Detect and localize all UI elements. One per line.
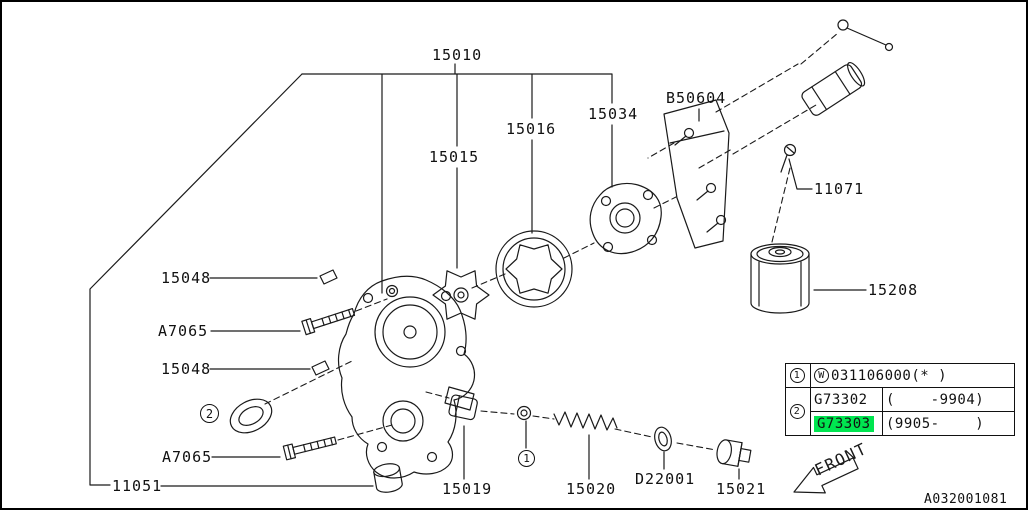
legend-row-3: G73303 (9905- ) [810,411,1014,435]
gasket-drawing [654,426,672,452]
part-label-15016[interactable]: 15016 [506,120,557,138]
spring-drawing [553,411,618,431]
key-15048-lower-drawing [311,360,330,376]
oil-filter-drawing [750,243,810,314]
part-label-a7065-upper[interactable]: A7065 [158,322,209,340]
plug-11051-drawing [373,463,403,493]
part-label-a7065-lower[interactable]: A7065 [162,448,213,466]
legend-rows-2-3: 2 G73302 ( -9904) G73303 (9905- ) [786,387,1014,435]
legend-part-g73303[interactable]: G73303 [810,412,882,435]
part-label-15021[interactable]: 15021 [716,480,767,498]
doc-number: A032001081 [924,492,1008,507]
assembly-axis-dashed-lines [264,32,839,451]
bolt-a7065-lower-drawing [282,433,338,461]
front-label: FRONT [812,439,870,480]
legend-range-2: ( -9904) [882,388,1014,411]
part-label-b50604[interactable]: B50604 [666,89,727,107]
callout-1-icon: 1 [789,368,805,383]
corner-fitting-drawing [837,19,894,52]
part-label-15020[interactable]: 15020 [566,480,617,498]
legend-row-2: G73302 ( -9904) [810,388,1014,411]
legend-row-2-callout: 2 [786,388,810,434]
legend-row-1-callout: 1 [786,364,810,387]
legend-part-g73302[interactable]: G73302 [810,388,882,411]
part-label-15034[interactable]: 15034 [588,105,639,123]
inner-rotor-drawing [432,270,490,320]
part-label-11051[interactable]: 11051 [112,477,163,495]
part-label-15019[interactable]: 15019 [442,480,493,498]
relief-plug-drawing [716,439,752,467]
pump-cover-drawing [589,182,662,255]
legend-row-1: 1 W 031106000 (* ) [786,364,1014,387]
bracket-b50604-drawing [663,99,730,249]
screw-11071-drawing [780,143,797,173]
leader-lines [89,63,867,487]
highlighted-part-number[interactable]: G73303 [814,415,874,432]
legend-range-3: (9905- ) [882,412,1014,435]
key-15048-upper-drawing [319,269,338,285]
code-w-icon: W [814,368,829,383]
legend-row-1-content: W 031106000 (* ) [810,364,1014,387]
part-label-d22001[interactable]: D22001 [635,470,696,488]
part-label-15010[interactable]: 15010 [432,46,483,64]
legend-table: 1 W 031106000 (* ) 2 G73302 ( -9904) G73… [785,363,1015,436]
callout-2-icon: 2 [789,403,805,419]
part-label-15048-upper[interactable]: 15048 [161,269,212,287]
pump-body-drawing [337,275,476,479]
part-label-11071[interactable]: 11071 [814,180,865,198]
oil-seal-drawing [229,398,273,434]
legend-part-031106000[interactable]: 031106000 [831,367,912,384]
callout-2-badge: 2 [200,404,219,423]
relief-piston-drawing [448,394,478,421]
outer-rotor-drawing [495,230,573,308]
part-label-15015[interactable]: 15015 [429,148,480,166]
front-arrow-icon: FRONT [793,439,870,494]
washer-drawing [516,405,532,421]
part-label-15208[interactable]: 15208 [868,281,919,299]
pressure-cylinder-drawing [801,62,866,116]
callout-1-badge: 1 [518,450,535,467]
part-label-15048-lower[interactable]: 15048 [161,360,212,378]
legend-range-1: (* ) [911,367,948,384]
